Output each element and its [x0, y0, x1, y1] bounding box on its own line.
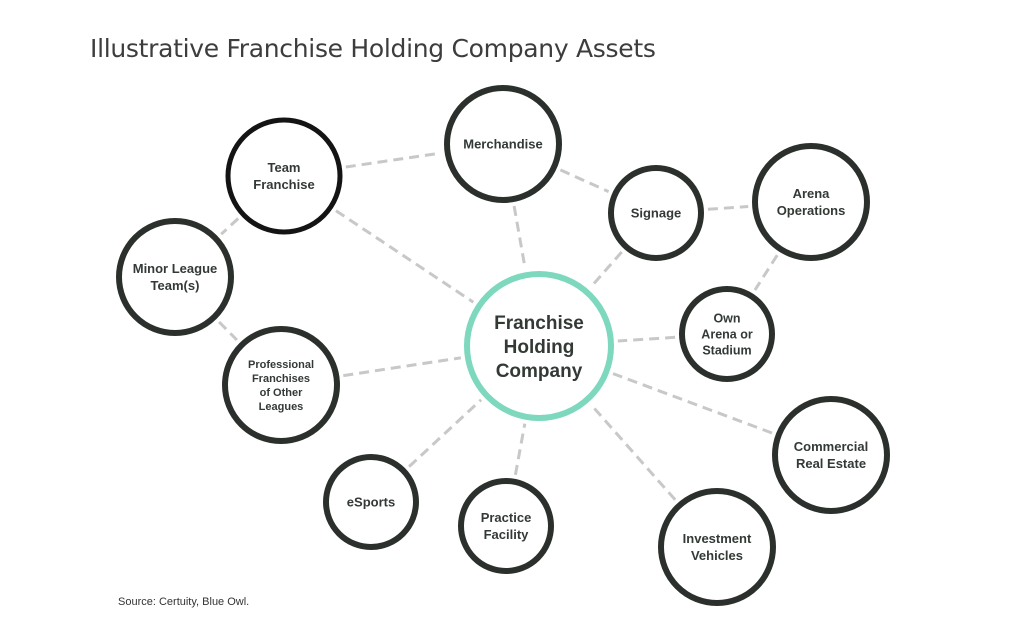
- diagram-title: Illustrative Franchise Holding Company A…: [90, 34, 656, 63]
- node-circle-practice-facility: [458, 478, 554, 574]
- node-circle-signage: [608, 165, 704, 261]
- node-label-minor-league: Team(s): [151, 278, 200, 293]
- connector-signage-arena-operations: [707, 205, 749, 211]
- connector-merchandise-signage: [559, 168, 610, 193]
- node-label-center: Franchise: [494, 313, 584, 334]
- connector-team-franchise-merchandise: [345, 151, 441, 169]
- connector-professional-franchises-center: [343, 356, 462, 378]
- connector-esports-center: [408, 398, 483, 468]
- node-circle-center: [464, 271, 614, 421]
- node-label-team-franchise: Team: [268, 160, 301, 175]
- node-label-investment-vehicles: Vehicles: [691, 548, 743, 563]
- connector-own-arena-center: [617, 335, 676, 343]
- node-label-commercial-real-estate: Real Estate: [796, 456, 866, 471]
- node-circle-investment-vehicles: [658, 488, 776, 606]
- node-label-center: Company: [496, 361, 583, 382]
- node-label-own-arena: Stadium: [702, 344, 751, 358]
- connector-team-franchise-center: [335, 209, 475, 304]
- node-label-practice-facility: Practice: [481, 510, 532, 525]
- node-label-professional-franchises: Leagues: [259, 401, 304, 413]
- node-circle-professional-franchises: [222, 326, 340, 444]
- node-circle-minor-league: [116, 218, 234, 336]
- node-esports: eSports: [323, 454, 419, 550]
- node-circle-esports: [323, 454, 419, 550]
- node-label-merchandise: Merchandise: [463, 137, 542, 152]
- node-label-own-arena: Arena or: [701, 328, 753, 342]
- connector-team-franchise-minor-league: [220, 217, 240, 236]
- node-circle-commercial-real-estate: [772, 396, 890, 514]
- node-circle-arena-operations: [752, 143, 870, 261]
- node-label-minor-league: Minor League: [133, 261, 218, 276]
- node-merchandise: Merchandise: [444, 85, 562, 203]
- source-note: Source: Certuity, Blue Owl.: [118, 596, 250, 608]
- connector-commercial-real-estate-center: [612, 372, 773, 435]
- node-label-center: Holding: [504, 337, 575, 358]
- node-label-own-arena: Own: [713, 312, 740, 326]
- connector-layer: [218, 151, 779, 501]
- node-circle-own-arena: [679, 286, 775, 382]
- node-label-professional-franchises: of Other: [260, 387, 303, 399]
- connector-arena-operations-own-arena: [753, 254, 779, 291]
- node-label-commercial-real-estate: Commercial: [794, 439, 868, 454]
- node-label-team-franchise: Franchise: [253, 177, 314, 192]
- connector-signage-center: [590, 251, 623, 288]
- node-label-professional-franchises: Franchises: [252, 373, 310, 385]
- node-circle-merchandise: [444, 85, 562, 203]
- node-label-esports: eSports: [347, 495, 395, 510]
- node-circle-team-franchise: [225, 117, 343, 235]
- node-label-arena-operations: Arena: [793, 186, 831, 201]
- node-label-investment-vehicles: Investment: [683, 531, 752, 546]
- node-signage: Signage: [608, 165, 704, 261]
- connector-merchandise-center: [512, 205, 527, 269]
- node-label-arena-operations: Operations: [777, 203, 846, 218]
- node-label-professional-franchises: Professional: [248, 359, 314, 371]
- connector-investment-vehicles-center: [590, 404, 677, 501]
- node-label-signage: Signage: [631, 206, 682, 221]
- connector-practice-facility-center: [513, 423, 527, 476]
- connector-minor-league-professional-franchises: [218, 320, 238, 342]
- node-label-practice-facility: Facility: [484, 527, 530, 542]
